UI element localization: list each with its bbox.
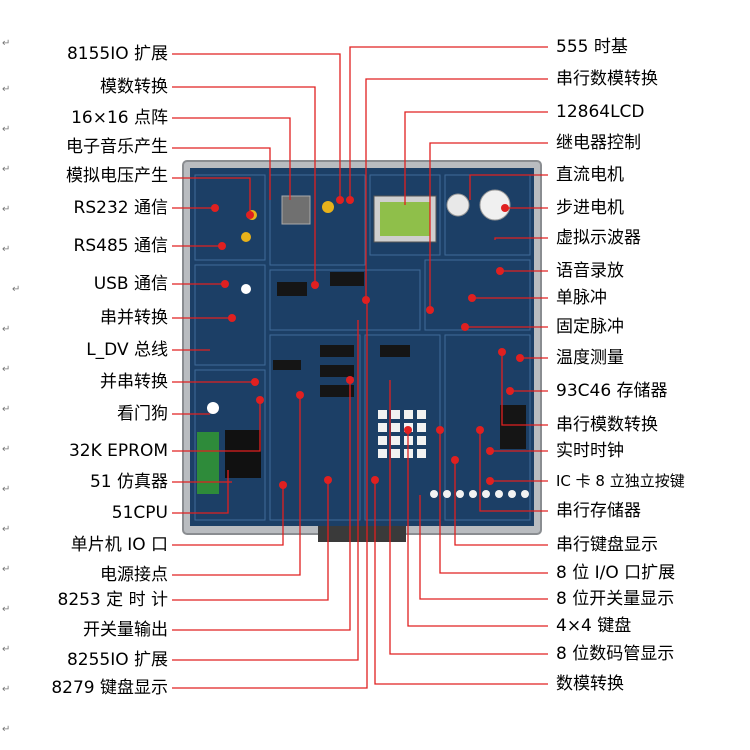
label-power: 电源接点 bbox=[100, 565, 168, 585]
label-8255io: 8255IO 扩展 bbox=[66, 650, 168, 670]
paragraph-mark: ↵ bbox=[2, 124, 11, 135]
label-io-expand: 8 位 I/O 口扩展 bbox=[556, 563, 676, 583]
lcd-screen bbox=[380, 202, 430, 236]
paragraph-mark: ↵ bbox=[2, 724, 11, 735]
label-ldv-bus: L_DV 总线 bbox=[86, 340, 168, 360]
label-adc: 模数转换 bbox=[100, 77, 168, 97]
label-fixed-pulse: 固定脉冲 bbox=[556, 317, 624, 337]
ic-chips bbox=[273, 272, 526, 449]
paragraph-mark: ↵ bbox=[2, 84, 11, 95]
paragraph-mark: ↵ bbox=[2, 364, 11, 375]
watchdog-led bbox=[207, 402, 219, 414]
label-stepper-motor: 步进电机 bbox=[556, 198, 624, 218]
left-leader-lines bbox=[172, 53, 368, 689]
label-serial-parallel: 串并转换 bbox=[100, 308, 168, 328]
paragraph-mark: ↵ bbox=[2, 684, 11, 695]
label-eprom: 32K EPROM bbox=[68, 441, 168, 461]
label-serial-memory: 串行存储器 bbox=[556, 501, 641, 521]
paragraph-mark: ↵ bbox=[2, 524, 11, 535]
label-51-emulator: 51 仿真器 bbox=[89, 472, 168, 492]
label-analog-voltage: 模拟电压产生 bbox=[66, 166, 168, 186]
paragraph-mark: ↵ bbox=[2, 324, 11, 335]
label-ic-card-keys: IC 卡 8 立独立按键 bbox=[556, 472, 685, 490]
label-rtc: 实时时钟 bbox=[556, 441, 624, 461]
label-voice: 语音录放 bbox=[556, 261, 624, 281]
label-rs485: RS485 通信 bbox=[73, 236, 168, 256]
label-dac: 数模转换 bbox=[556, 674, 624, 694]
label-keypad: 4×4 键盘 bbox=[556, 616, 632, 636]
dc-motor bbox=[446, 193, 470, 217]
switch-row bbox=[430, 490, 529, 498]
component-markers bbox=[211, 196, 524, 489]
paragraph-mark: ↵ bbox=[2, 38, 11, 49]
label-93c46: 93C46 存储器 bbox=[556, 381, 668, 401]
label-rs232: RS232 通信 bbox=[73, 198, 168, 218]
label-music: 电子音乐产生 bbox=[66, 137, 168, 157]
label-mcu-io: 单片机 IO 口 bbox=[70, 535, 168, 555]
label-switch-display: 8 位开关量显示 bbox=[556, 589, 675, 609]
paragraph-mark: ↵ bbox=[2, 604, 11, 615]
label-relay: 继电器控制 bbox=[556, 133, 641, 153]
paragraph-mark: ↵ bbox=[2, 404, 11, 415]
paragraph-mark: ↵ bbox=[2, 444, 11, 455]
usb-led bbox=[241, 284, 251, 294]
label-temperature: 温度测量 bbox=[556, 348, 624, 368]
label-serial-dac: 串行数模转换 bbox=[556, 69, 658, 89]
case-handle bbox=[318, 526, 406, 542]
label-single-pulse: 单脉冲 bbox=[556, 288, 607, 308]
label-serial-keyboard: 串行键盘显示 bbox=[556, 535, 658, 555]
paragraph-mark: ↵ bbox=[2, 244, 11, 255]
emulator-socket bbox=[225, 430, 261, 478]
label-seven-seg: 8 位数码管显示 bbox=[556, 644, 675, 664]
label-usb: USB 通信 bbox=[93, 274, 168, 294]
paragraph-mark: ↵ bbox=[2, 564, 11, 575]
label-dot-matrix: 16×16 点阵 bbox=[71, 108, 168, 128]
label-555: 555 时基 bbox=[556, 37, 628, 57]
label-8253: 8253 定 时 计 bbox=[57, 590, 168, 610]
paragraph-mark: ↵ bbox=[2, 204, 11, 215]
label-lcd: 12864LCD bbox=[556, 102, 645, 122]
label-8155io: 8155IO 扩展 bbox=[66, 44, 168, 64]
paragraph-mark: ↵ bbox=[2, 484, 11, 495]
label-watchdog: 看门狗 bbox=[117, 404, 168, 424]
label-51cpu: 51CPU bbox=[111, 503, 168, 523]
label-8279: 8279 键盘显示 bbox=[51, 678, 168, 698]
paragraph-mark: ↵ bbox=[12, 284, 21, 295]
zif-socket bbox=[197, 432, 219, 494]
label-serial-adc: 串行模数转换 bbox=[556, 415, 658, 435]
dot-matrix-module bbox=[281, 195, 311, 225]
stepper-motor bbox=[479, 189, 511, 221]
label-parallel-serial: 并串转换 bbox=[100, 372, 168, 392]
label-switch-output: 开关量输出 bbox=[83, 620, 168, 640]
paragraph-mark: ↵ bbox=[2, 644, 11, 655]
right-leader-lines bbox=[349, 46, 548, 685]
paragraph-mark: ↵ bbox=[2, 164, 11, 175]
label-oscilloscope: 虚拟示波器 bbox=[556, 228, 641, 248]
label-dc-motor: 直流电机 bbox=[556, 165, 624, 185]
